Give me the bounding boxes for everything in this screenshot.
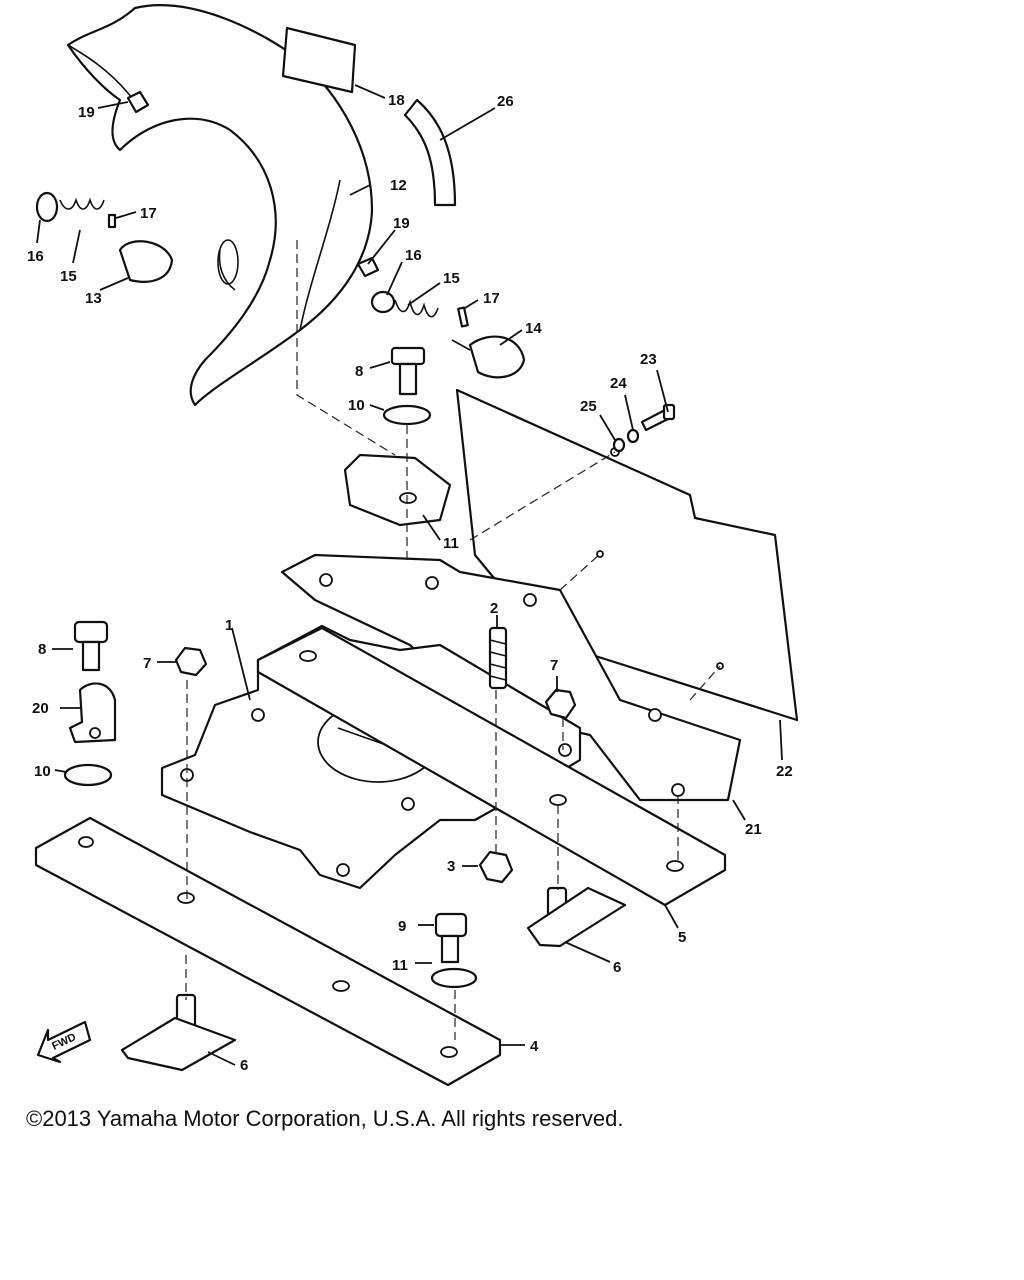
- forward-arrow-icon: FWD: [36, 1020, 92, 1064]
- nut-3: [478, 850, 514, 884]
- callout-24: 24: [610, 375, 627, 392]
- callout-8-left: 8: [38, 641, 46, 658]
- callout-5: 5: [678, 929, 686, 946]
- callout-21: 21: [745, 821, 762, 838]
- stud-2: [488, 626, 508, 690]
- assembly-lines: [185, 240, 721, 1040]
- washer-11-lower: [430, 967, 478, 989]
- nut-7-left: [174, 646, 208, 677]
- callout-9: 9: [398, 918, 406, 935]
- callout-10-upper: 10: [348, 397, 365, 414]
- callout-20: 20: [32, 700, 49, 717]
- callout-10-left: 10: [34, 763, 51, 780]
- bracket-11-upper: [343, 453, 452, 527]
- callout-17-left: 17: [140, 205, 157, 222]
- callout-25: 25: [580, 398, 597, 415]
- bolt-8-left: [73, 620, 109, 672]
- callout-7-right: 7: [550, 657, 558, 674]
- callout-16-right: 16: [405, 247, 422, 264]
- callout-11-lower: 11: [392, 957, 408, 974]
- callout-12: 12: [390, 177, 407, 194]
- callout-15-left: 15: [60, 268, 77, 285]
- callout-14: 14: [525, 320, 542, 337]
- callout-8-upper: 8: [355, 363, 363, 380]
- callout-7-left: 7: [143, 655, 151, 672]
- bolt-9: [434, 912, 468, 964]
- copyright-notice: ©2013 Yamaha Motor Corporation, U.S.A. A…: [26, 1106, 624, 1131]
- callout-13: 13: [85, 290, 102, 307]
- callout-6-right: 6: [613, 959, 621, 976]
- callout-15-right: 15: [443, 270, 460, 287]
- leader-lines: [36, 84, 783, 1066]
- callout-18: 18: [388, 92, 405, 109]
- callout-4: 4: [530, 1038, 539, 1055]
- washer-10-left: [63, 763, 113, 787]
- callout-6-left: 6: [240, 1057, 248, 1074]
- trim-strip-26: [403, 98, 457, 207]
- rail-4: [34, 816, 502, 1087]
- callout-labels: 1 2 3 4 5 6 6 7 7 8 8 9 10 10 11 11 12 1…: [27, 92, 793, 1074]
- callout-26: 26: [497, 93, 514, 110]
- callout-17-right: 17: [483, 290, 500, 307]
- bolt-8-upper: [390, 346, 426, 396]
- left-knob-assembly: [35, 90, 174, 283]
- rail-5: [256, 626, 727, 907]
- clamp-20: [68, 682, 117, 744]
- washer-24: [626, 428, 640, 444]
- callout-16-left: 16: [27, 248, 44, 265]
- right-knob-assembly: [356, 256, 526, 379]
- exploded-view-drawing: FWD: [27, 4, 799, 1087]
- screw-23: [640, 403, 676, 432]
- callout-11-upper: 11: [443, 535, 459, 552]
- callout-23: 23: [640, 351, 657, 368]
- callout-1: 1: [225, 617, 233, 634]
- washer-10-upper: [382, 404, 432, 426]
- nut-7-right: [544, 688, 577, 720]
- callout-19-left: 19: [78, 104, 95, 121]
- callout-2: 2: [490, 600, 498, 617]
- callout-19-right: 19: [393, 215, 410, 232]
- callout-22: 22: [776, 763, 793, 780]
- stud-plate-6-left: [120, 993, 237, 1072]
- stud-plate-6-right: [526, 886, 627, 948]
- callout-3: 3: [447, 858, 455, 875]
- label-plate-18: [281, 26, 357, 94]
- washer-25: [612, 437, 626, 453]
